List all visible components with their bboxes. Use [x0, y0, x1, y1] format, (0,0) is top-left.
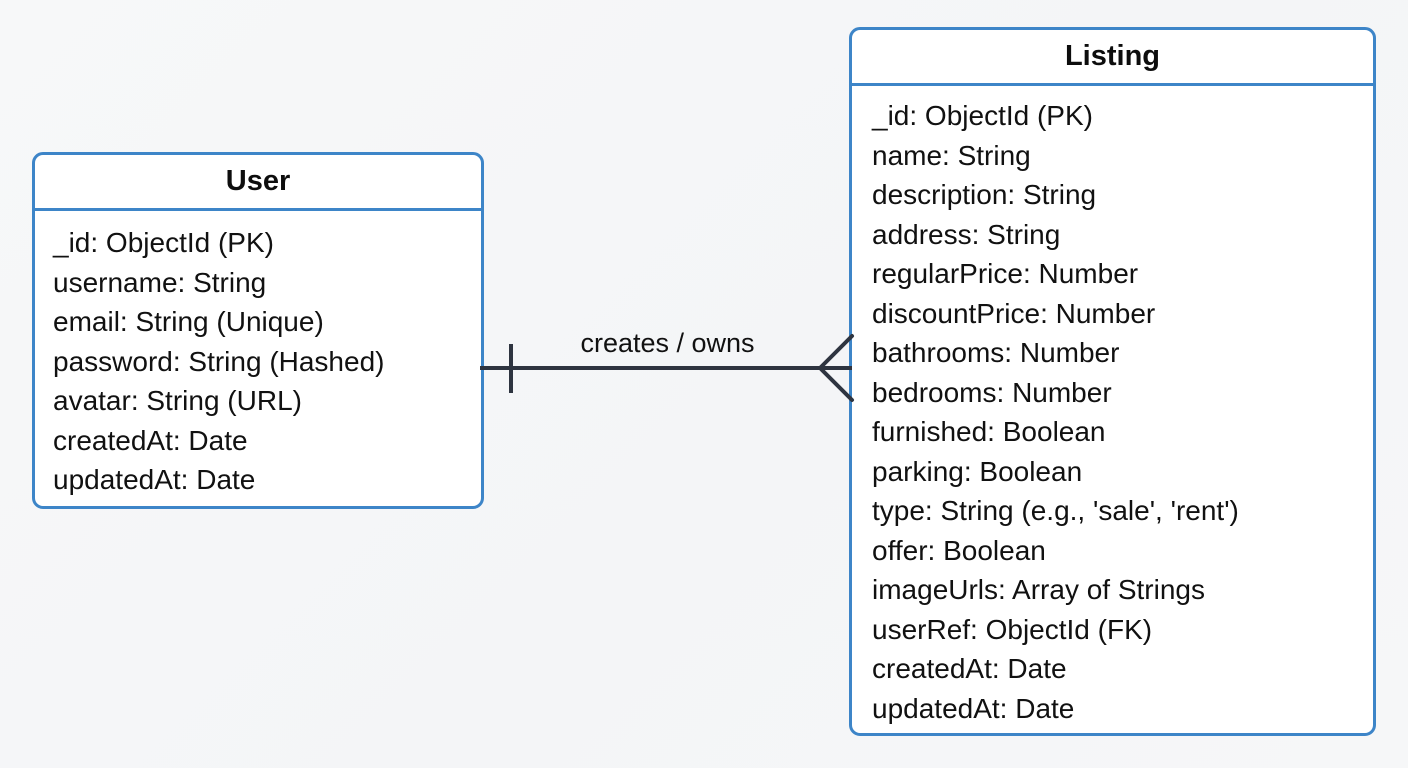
- field-row: type: String (e.g., 'sale', 'rent'): [872, 495, 1239, 526]
- field-row: discountPrice: Number: [872, 297, 1156, 329]
- field-row: name: String: [872, 139, 1031, 171]
- entity-user[interactable]: User _id: ObjectId (PK) username: String…: [32, 152, 484, 509]
- field-row: parking: Boolean: [872, 455, 1083, 487]
- field-row: bathrooms: Number: [872, 337, 1120, 368]
- relationship-label: creates / owns: [580, 328, 755, 358]
- field-row: regularPrice: Number: [872, 258, 1139, 289]
- field-row: email: String (Unique): [53, 306, 324, 337]
- field-row: updatedAt: Date: [872, 692, 1075, 724]
- entity-listing[interactable]: Listing _id: ObjectId (PK) name: String …: [849, 27, 1376, 736]
- field-row: createdAt: Date: [53, 424, 248, 456]
- field-row: description: String: [872, 179, 1097, 210]
- field-row: furnished: Boolean: [872, 416, 1106, 447]
- field-row: _id: ObjectId (PK): [872, 100, 1093, 131]
- field-row: offer: Boolean: [872, 534, 1046, 566]
- field-row: avatar: String (URL): [53, 385, 302, 416]
- entity-listing-title: Listing: [852, 30, 1373, 86]
- field-row: _id: ObjectId (PK): [53, 227, 274, 258]
- field-row: bedrooms: Number: [872, 376, 1112, 408]
- field-row: username: String: [53, 266, 267, 298]
- field-row: updatedAt: Date: [53, 464, 256, 495]
- field-row: imageUrls: Array of Strings: [872, 574, 1205, 605]
- field-row: address: String: [872, 218, 1061, 250]
- entity-listing-field-list: _id: ObjectId (PK) name: String descript…: [852, 86, 1373, 728]
- field-row: password: String (Hashed): [53, 345, 385, 377]
- entity-user-field-list: _id: ObjectId (PK) username: String emai…: [35, 211, 481, 500]
- cardinality-many-marker: [818, 334, 854, 402]
- entity-user-title: User: [35, 155, 481, 211]
- field-row: userRef: ObjectId (FK): [872, 613, 1153, 645]
- field-row: createdAt: Date: [872, 653, 1067, 684]
- relationship-connector[interactable]: [480, 310, 860, 420]
